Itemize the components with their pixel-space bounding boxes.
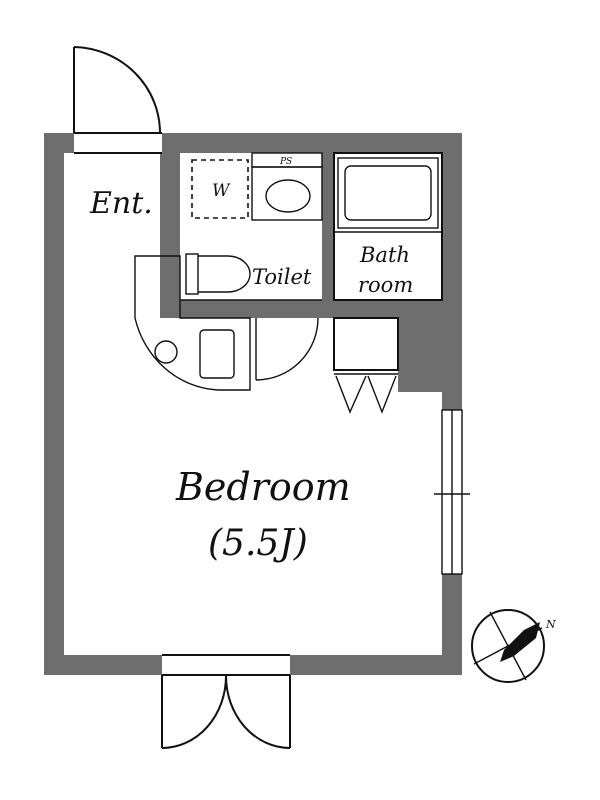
pipe-space-label: PS (279, 157, 292, 167)
entrance-label: Ent. (89, 186, 153, 221)
bedroom-label: Bedroom (175, 465, 351, 509)
window (434, 409, 470, 575)
toilet-room: Toilet (180, 253, 322, 301)
toilet-door (255, 317, 319, 381)
compass-needle-icon (500, 622, 540, 662)
toilet-label: Toilet (252, 265, 312, 289)
bedroom-size-label: (5.5J) (208, 523, 308, 564)
entrance-door (73, 46, 162, 154)
washer-space: W (191, 159, 249, 219)
washer-label: W (212, 181, 231, 201)
bathroom-label-line2: room (358, 273, 413, 297)
balcony-door (161, 652, 291, 749)
bathroom-label-line1: Bath (359, 243, 410, 267)
pipe-space: PS (251, 152, 323, 221)
kitchen-counter (134, 255, 251, 391)
compass: N (471, 609, 556, 683)
compass-north-label: N (545, 618, 556, 631)
exterior-walls (44, 133, 462, 675)
closet (333, 317, 399, 414)
bathroom: Bath room (333, 152, 443, 301)
